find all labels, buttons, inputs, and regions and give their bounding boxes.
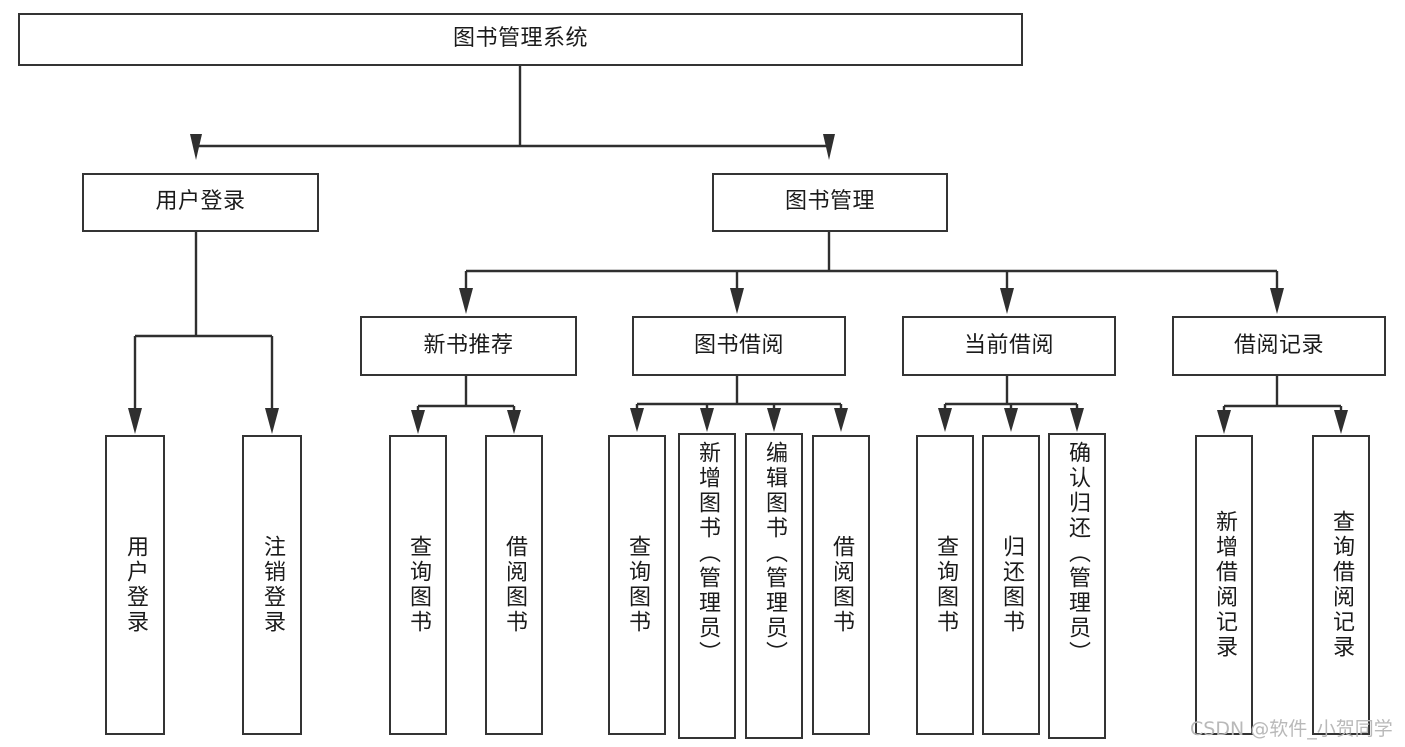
node-leaf-add-record[interactable]: 新增借阅记录 (1195, 435, 1253, 735)
node-book-manage[interactable]: 图书管理 (712, 173, 948, 232)
arrow-leaf-confirm-return (1070, 408, 1084, 432)
node-new-book-recommend-label: 新书推荐 (423, 332, 514, 358)
node-leaf-query-book-b[interactable]: 查询图书 (608, 435, 666, 735)
node-user-login-label: 用户登录 (155, 189, 246, 215)
node-leaf-edit-book[interactable]: 编辑图书（管理员） (745, 433, 803, 739)
node-root[interactable]: 图书管理系统 (18, 13, 1023, 66)
node-leaf-query-book-b-label: 查询图书 (625, 535, 650, 635)
node-leaf-return-book-label: 归还图书 (999, 535, 1024, 635)
arrow-user-login (190, 134, 202, 160)
node-book-manage-label: 图书管理 (784, 189, 875, 215)
node-leaf-query-record[interactable]: 查询借阅记录 (1312, 435, 1370, 735)
arrow-book-borrow (730, 288, 744, 314)
node-leaf-query-book-a-label: 查询图书 (406, 535, 431, 635)
node-leaf-return-book[interactable]: 归还图书 (982, 435, 1040, 735)
node-user-login[interactable]: 用户登录 (82, 173, 319, 232)
node-leaf-logout[interactable]: 注销登录 (242, 435, 302, 735)
arrow-current-borrow (1000, 288, 1014, 314)
arrow-leaf-return-book (1004, 408, 1018, 432)
node-leaf-logout-label: 注销登录 (260, 535, 285, 635)
arrow-book-manage (823, 134, 835, 160)
arrow-borrow-record (1270, 288, 1284, 314)
arrow-leaf-add-book (700, 408, 714, 432)
node-leaf-user-login-label: 用户登录 (123, 535, 148, 635)
arrow-leaf-edit-book (767, 408, 781, 432)
node-leaf-query-book-a[interactable]: 查询图书 (389, 435, 447, 735)
node-leaf-query-book-c-label: 查询图书 (933, 535, 958, 635)
arrow-new-book-rec (459, 288, 473, 314)
arrow-leaf-query-book-a (411, 410, 425, 434)
node-leaf-add-record-label: 新增借阅记录 (1212, 510, 1237, 660)
arrow-leaf-borrow-book-b (834, 408, 848, 432)
node-current-borrow-label: 当前借阅 (963, 332, 1054, 358)
node-current-borrow[interactable]: 当前借阅 (902, 316, 1116, 376)
node-leaf-confirm-return[interactable]: 确认归还（管理员） (1048, 433, 1106, 739)
arrow-leaf-add-record (1217, 410, 1231, 434)
node-leaf-edit-book-label: 编辑图书（管理员） (762, 441, 787, 666)
node-borrow-record[interactable]: 借阅记录 (1172, 316, 1386, 376)
node-leaf-borrow-book-b-label: 借阅图书 (829, 535, 854, 635)
node-leaf-borrow-book-a[interactable]: 借阅图书 (485, 435, 543, 735)
node-leaf-query-book-c[interactable]: 查询图书 (916, 435, 974, 735)
node-leaf-confirm-return-label: 确认归还（管理员） (1065, 441, 1090, 666)
arrow-leaf-borrow-book-a (507, 410, 521, 434)
node-leaf-user-login[interactable]: 用户登录 (105, 435, 165, 735)
node-new-book-recommend[interactable]: 新书推荐 (360, 316, 577, 376)
node-book-borrow-label: 图书借阅 (693, 332, 784, 358)
node-leaf-add-book[interactable]: 新增图书（管理员） (678, 433, 736, 739)
arrow-leaf-query-book-c (938, 408, 952, 432)
watermark-text: CSDN @软件_小贺同学 (1190, 718, 1393, 740)
node-leaf-query-record-label: 查询借阅记录 (1329, 510, 1354, 660)
node-leaf-borrow-book-b[interactable]: 借阅图书 (812, 435, 870, 735)
node-leaf-borrow-book-a-label: 借阅图书 (502, 535, 527, 635)
node-leaf-add-book-label: 新增图书（管理员） (695, 441, 720, 666)
node-root-label: 图书管理系统 (452, 26, 588, 52)
node-borrow-record-label: 借阅记录 (1233, 332, 1324, 358)
arrow-leaf-query-book-b (630, 408, 644, 432)
node-book-borrow[interactable]: 图书借阅 (632, 316, 846, 376)
arrow-leaf-logout (265, 408, 279, 434)
arrow-leaf-user-login (128, 408, 142, 434)
arrow-leaf-query-record (1334, 410, 1348, 434)
